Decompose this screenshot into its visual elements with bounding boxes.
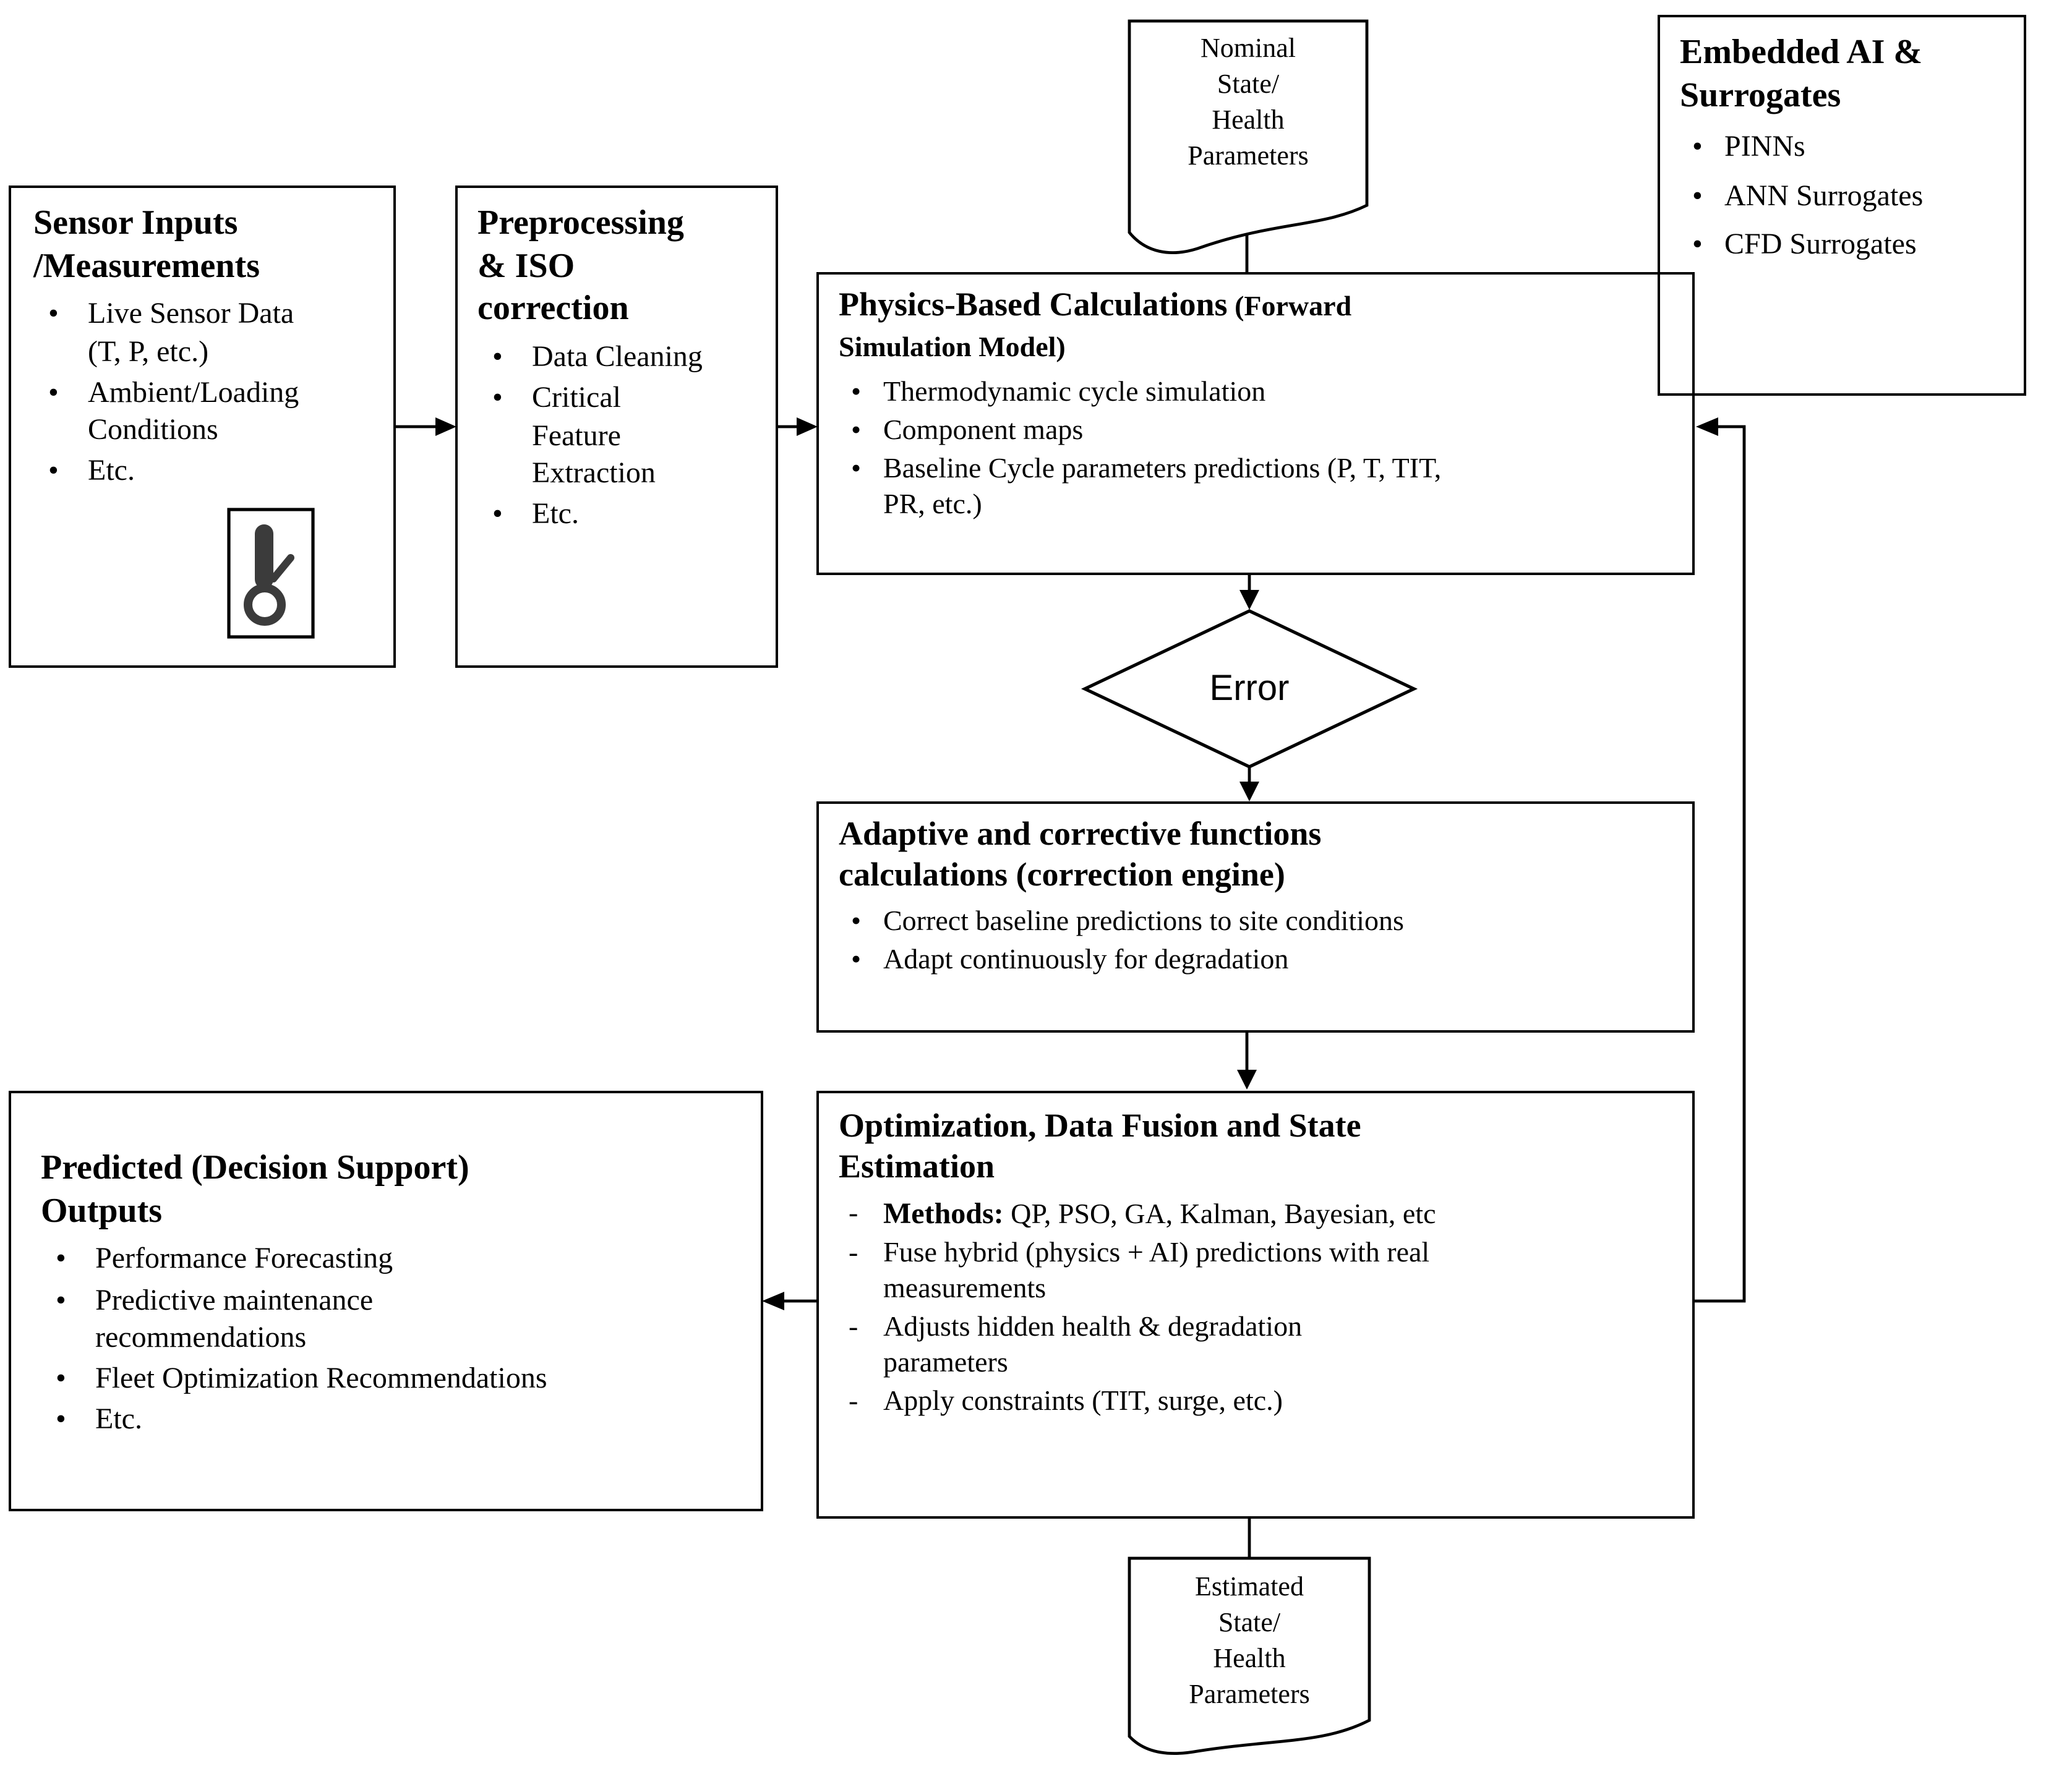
feedback-line-optimization-to-physics xyxy=(1695,425,1746,1303)
list-item: Critical Feature Extraction xyxy=(477,380,766,492)
list-item: Apply constraints (TIT, surge, etc.) xyxy=(839,1384,1680,1420)
error-diamond-shape xyxy=(1081,609,1418,769)
adaptive-corrective-box: Adaptive and corrective functions calcul… xyxy=(816,801,1695,1033)
list-item: Baseline Cycle parameters predictions (P… xyxy=(839,451,1680,523)
estimated-flag-shape xyxy=(1128,1556,1371,1755)
list-item: Predictive maintenance recommendations xyxy=(41,1282,748,1357)
list-item: Adjusts hidden health & degradation para… xyxy=(839,1310,1680,1381)
predicted-outputs-list: Performance Forecasting Predictive maint… xyxy=(41,1241,748,1440)
list-item: Fuse hybrid (physics + AI) predictions w… xyxy=(839,1235,1680,1307)
list-item: Performance Forecasting xyxy=(41,1241,748,1279)
preprocessing-title: Preprocessing & ISO correction xyxy=(477,204,684,328)
arrowhead-into-adaptive xyxy=(1239,782,1259,801)
arrowhead-into-error xyxy=(1239,590,1259,610)
thermometer-icon xyxy=(227,508,315,639)
nominal-flag-shape xyxy=(1128,19,1369,254)
nominal-flag-label: Nominal State/ Health Parameters xyxy=(1188,32,1309,171)
list-item: Data Cleaning xyxy=(477,339,766,377)
arrowhead-into-preprocessing xyxy=(435,417,456,436)
optimization-list: Methods: QP, PSO, GA, Kalman, Bayesian, … xyxy=(839,1196,1680,1420)
list-item: Etc. xyxy=(477,496,766,534)
list-item: Live Sensor Data (T, P, etc.) xyxy=(33,296,381,371)
preprocessing-box: Preprocessing & ISO correction Data Clea… xyxy=(455,186,778,668)
list-item: Etc. xyxy=(41,1402,748,1440)
preprocessing-list: Data Cleaning Critical Feature Extractio… xyxy=(477,339,766,534)
list-item: ANN Surrogates xyxy=(1680,177,2014,215)
sensor-inputs-title: Sensor Inputs /Measurements xyxy=(33,204,260,286)
adaptive-title: Adaptive and corrective functions calcul… xyxy=(839,815,1322,894)
estimated-flag-label: Estimated State/ Health Parameters xyxy=(1189,1571,1310,1710)
physics-list: Thermodynamic cycle simulation Component… xyxy=(839,375,1680,523)
physics-title: Physics-Based Calculations (Forward Simu… xyxy=(839,286,1352,363)
predicted-outputs-title: Predicted (Decision Support) Outputs xyxy=(41,1149,469,1231)
arrowhead-into-optimization xyxy=(1237,1070,1257,1090)
list-item: Thermodynamic cycle simulation xyxy=(839,375,1680,411)
list-item: Adapt continuously for degradation xyxy=(839,942,1680,978)
arrowhead-into-physics-left xyxy=(797,417,818,436)
list-item: CFD Surrogates xyxy=(1680,226,2014,264)
embedded-ai-list: PINNs ANN Surrogates CFD Surrogates xyxy=(1680,129,2014,264)
list-item: Methods: QP, PSO, GA, Kalman, Bayesian, … xyxy=(839,1196,1680,1233)
sensor-inputs-list: Live Sensor Data (T, P, etc.) Ambient/Lo… xyxy=(33,296,381,491)
list-item: Ambient/Loading Conditions xyxy=(33,375,381,450)
thermometer-bulb xyxy=(244,584,286,626)
list-item: Correct baseline predictions to site con… xyxy=(839,904,1680,940)
error-diamond-label: Error xyxy=(1209,668,1290,708)
thermometer-tick xyxy=(270,554,294,582)
list-item: Etc. xyxy=(33,453,381,491)
arrowhead-into-predicted xyxy=(762,1292,784,1310)
predicted-outputs-box: Predicted (Decision Support) Outputs Per… xyxy=(9,1091,763,1511)
embedded-ai-box: Embedded AI & Surrogates PINNs ANN Surro… xyxy=(1658,15,2026,396)
adaptive-list: Correct baseline predictions to site con… xyxy=(839,904,1680,978)
list-item: Fleet Optimization Recommendations xyxy=(41,1360,748,1398)
sensor-inputs-box: Sensor Inputs /Measurements Live Sensor … xyxy=(9,186,396,668)
optimization-title: Optimization, Data Fusion and State Esti… xyxy=(839,1107,1361,1185)
list-item: Component maps xyxy=(839,413,1680,449)
thermometer-stem xyxy=(255,524,273,589)
arrowhead-feedback-into-physics xyxy=(1696,417,1718,436)
optimization-box: Optimization, Data Fusion and State Esti… xyxy=(816,1091,1695,1519)
physics-calculations-box: Physics-Based Calculations (Forward Simu… xyxy=(816,272,1695,575)
list-item: PINNs xyxy=(1680,129,2014,167)
embedded-ai-title: Embedded AI & Surrogates xyxy=(1680,33,1923,115)
